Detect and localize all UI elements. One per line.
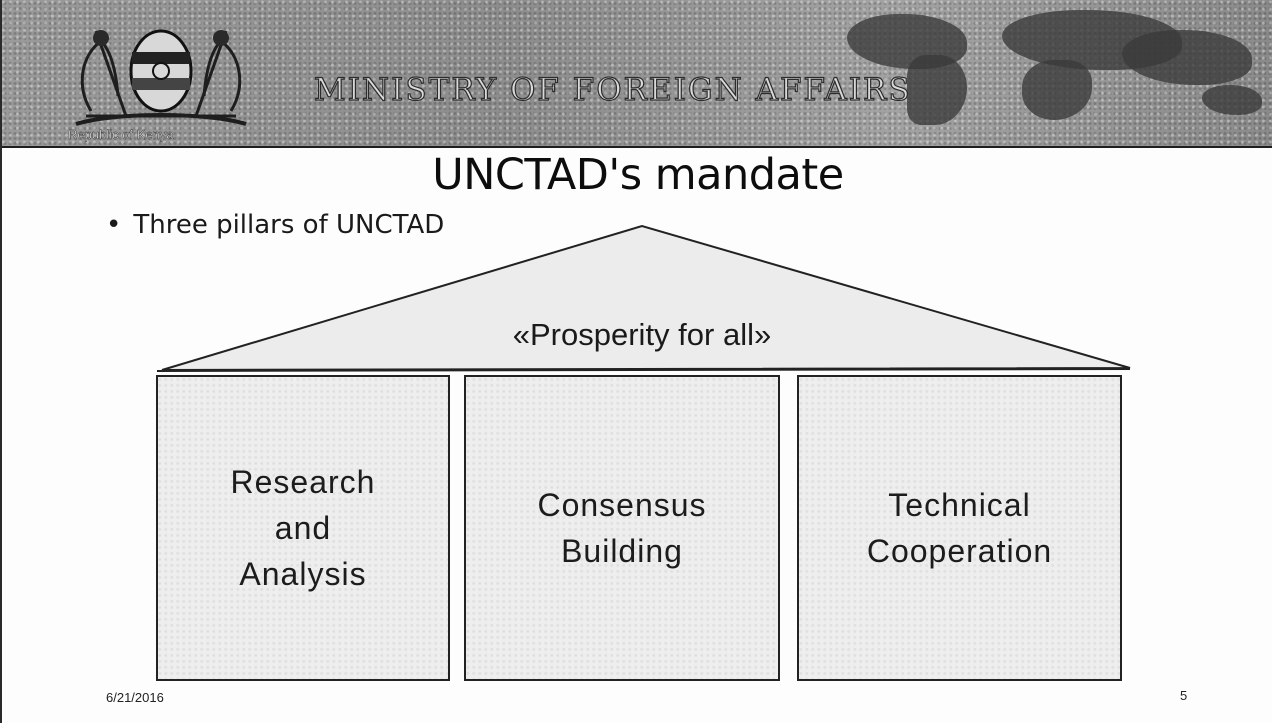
bullet-item: • Three pillars of UNCTAD — [106, 210, 444, 240]
page-number: 5 — [1180, 688, 1188, 703]
roof-label: «Prosperity for all» — [512, 317, 772, 352]
republic-label: Republic of Kenya — [68, 127, 174, 142]
bullet-text: Three pillars of UNCTAD — [133, 210, 445, 240]
bullet-dot-icon: • — [106, 210, 122, 240]
kenya-coat-of-arms-icon — [75, 29, 247, 126]
pillar-label: Research and Analysis — [230, 464, 376, 592]
pillar-research: Research and Analysis — [156, 375, 450, 681]
pillar-label: Technical Cooperation — [866, 487, 1053, 569]
ministry-title: MINISTRY OF FOREIGN AFFAIRS — [313, 71, 912, 108]
header-banner: Republic of Kenya MINISTRY OF FOREIGN AF… — [2, 0, 1272, 148]
pillar-consensus: Consensus Building — [464, 375, 780, 681]
pillar-technical: Technical Cooperation — [797, 375, 1122, 681]
footer-date: 6/21/2016 — [106, 690, 164, 705]
pillar-label: Consensus Building — [537, 487, 707, 569]
slide-title: UNCTAD's mandate — [432, 150, 844, 200]
